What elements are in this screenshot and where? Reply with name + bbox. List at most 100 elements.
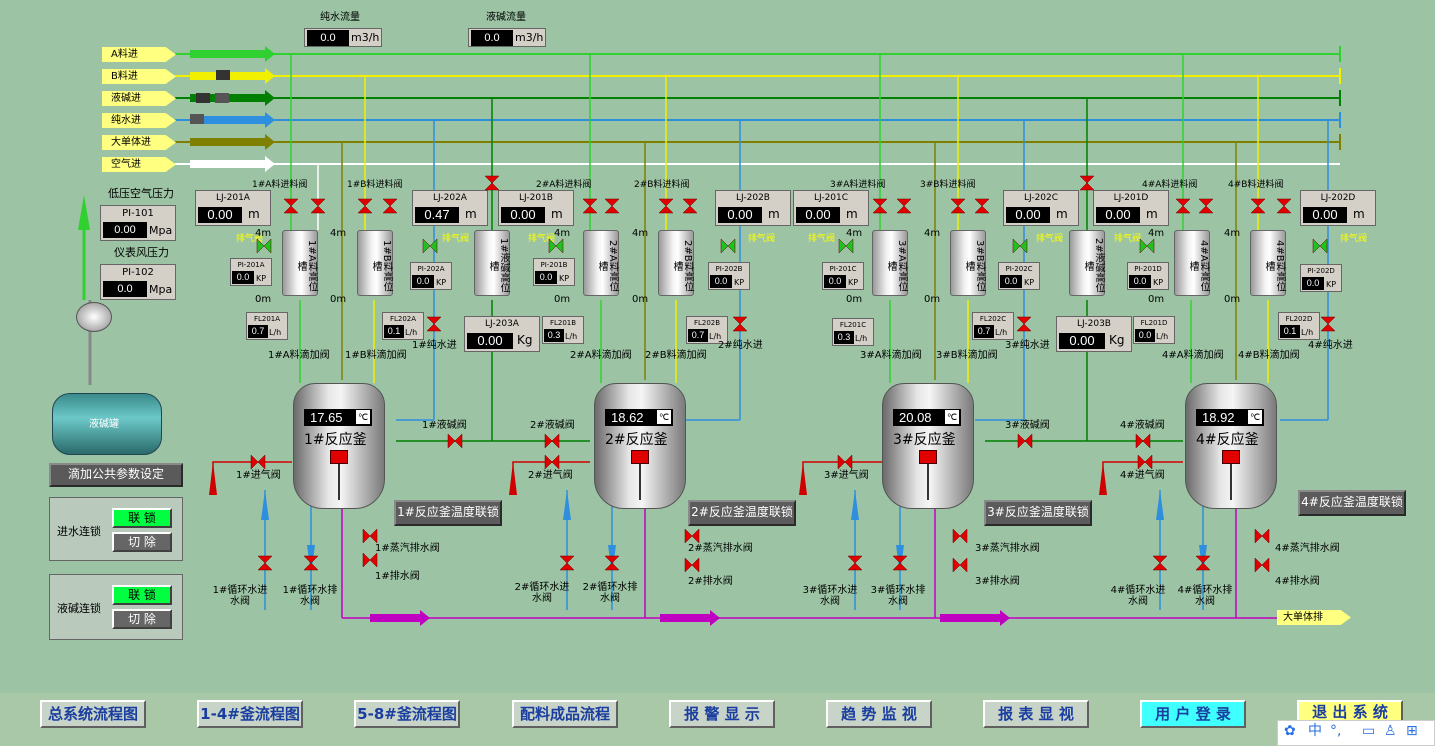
- valve-icon[interactable]: [1016, 316, 1032, 332]
- valve-icon[interactable]: [684, 557, 700, 573]
- agitator-shaft: [639, 464, 641, 500]
- caustic-head-tank-1: 1#液碱高位槽: [474, 230, 510, 296]
- valve-icon[interactable]: [382, 198, 398, 214]
- valve-icon[interactable]: [837, 454, 853, 470]
- valve-icon[interactable]: [684, 528, 700, 544]
- valve-icon[interactable]: [256, 238, 272, 254]
- nav-user-login[interactable]: 用 户 登 录: [1140, 700, 1246, 728]
- reactor-temp-interlock-button[interactable]: 3#反应釜温度联锁: [984, 500, 1092, 526]
- reactor-temp-interlock-button[interactable]: 4#反应釜温度联锁: [1298, 490, 1406, 516]
- valve-icon[interactable]: [1137, 454, 1153, 470]
- agitator-motor: [631, 450, 649, 464]
- valve-icon[interactable]: [658, 198, 674, 214]
- valve-icon[interactable]: [310, 198, 326, 214]
- grid-icon[interactable]: ⊞: [1406, 723, 1418, 739]
- valve-icon[interactable]: [1175, 198, 1191, 214]
- valve-icon[interactable]: [303, 555, 319, 571]
- reactor-vessel[interactable]: 18.92℃ 4#反应釜: [1185, 383, 1277, 509]
- valve-icon[interactable]: [952, 528, 968, 544]
- valve-icon[interactable]: [1152, 555, 1168, 571]
- nav-alarm[interactable]: 报 警 显 示: [669, 700, 775, 728]
- pressure-unit: KP: [256, 274, 267, 283]
- nav-trend[interactable]: 趋 势 监 视: [826, 700, 932, 728]
- valve-icon[interactable]: [1195, 555, 1211, 571]
- valve-icon[interactable]: [1079, 175, 1095, 191]
- nav-system-flow[interactable]: 总系统流程图: [40, 700, 146, 728]
- valve-icon[interactable]: [1250, 198, 1266, 214]
- valve-icon[interactable]: [952, 557, 968, 573]
- pump-icon[interactable]: [76, 302, 112, 332]
- reactor-temp-interlock-button[interactable]: 1#反应釜温度联锁: [394, 500, 502, 526]
- valve-icon[interactable]: [357, 198, 373, 214]
- valve-icon[interactable]: [682, 198, 698, 214]
- ime-chinese[interactable]: 中: [1308, 723, 1322, 739]
- keyboard-icon[interactable]: ▭: [1362, 723, 1376, 739]
- valve-icon[interactable]: [582, 198, 598, 214]
- valve-icon[interactable]: [1017, 433, 1033, 449]
- nav-report[interactable]: 报 表 显 视: [983, 700, 1089, 728]
- flow-unit: L/h: [405, 328, 418, 337]
- valve-icon[interactable]: [426, 316, 442, 332]
- nav-batching-flow[interactable]: 配料成品流程: [512, 700, 618, 728]
- water-interlock-off-button[interactable]: 切 除: [112, 532, 172, 552]
- level-unit: m: [768, 207, 780, 221]
- reactor-vessel[interactable]: 18.62℃ 2#反应釜: [594, 383, 686, 509]
- valve-icon[interactable]: [559, 555, 575, 571]
- reactor-temp-interlock-button[interactable]: 2#反应釜温度联锁: [688, 500, 796, 526]
- reactor-vessel[interactable]: 17.65℃ 1#反应釜: [293, 383, 385, 509]
- level-value: 0.00: [501, 207, 545, 223]
- level-mark-bottom: 0m: [255, 294, 272, 305]
- valve-icon[interactable]: [604, 198, 620, 214]
- valve-icon[interactable]: [362, 528, 378, 544]
- drip-params-button[interactable]: 滴加公共参数设定: [49, 463, 183, 487]
- reactor-temp-unit: ℃: [945, 410, 959, 424]
- caustic-interlock-label: 液碱连锁: [57, 602, 101, 615]
- flow-indicator: FL202A 0.1 L/h: [382, 312, 424, 340]
- valve-icon[interactable]: [422, 238, 438, 254]
- pressure-tag: PI-201B: [540, 261, 568, 269]
- valve-icon[interactable]: [892, 555, 908, 571]
- valve-icon[interactable]: [1139, 238, 1155, 254]
- valve-icon[interactable]: [548, 238, 564, 254]
- valve-icon[interactable]: [1198, 198, 1214, 214]
- valve-icon[interactable]: [544, 433, 560, 449]
- valve-icon[interactable]: [544, 454, 560, 470]
- nav-exit-system[interactable]: 退 出 系 统: [1297, 700, 1403, 722]
- valve-icon[interactable]: [257, 555, 273, 571]
- user-icon[interactable]: ♙: [1384, 723, 1397, 739]
- reactor-vessel[interactable]: 20.08℃ 3#反应釜: [882, 383, 974, 509]
- valve-icon[interactable]: [283, 198, 299, 214]
- valve-icon[interactable]: [447, 433, 463, 449]
- valve-icon[interactable]: [732, 316, 748, 332]
- valve-icon[interactable]: [838, 238, 854, 254]
- valve-icon[interactable]: [1254, 557, 1270, 573]
- valve-icon[interactable]: [974, 198, 990, 214]
- level-unit: m: [1146, 207, 1158, 221]
- valve-icon[interactable]: [1012, 238, 1028, 254]
- valve-icon[interactable]: [1320, 316, 1336, 332]
- valve-icon[interactable]: [604, 555, 620, 571]
- valve-icon[interactable]: [950, 198, 966, 214]
- valve-icon[interactable]: [484, 175, 500, 191]
- level-tag: LJ-203A: [485, 319, 519, 329]
- valve-icon[interactable]: [847, 555, 863, 571]
- caustic-interlock-on-button[interactable]: 联 锁: [112, 585, 172, 605]
- valve-icon[interactable]: [1254, 528, 1270, 544]
- valve-icon[interactable]: [872, 198, 888, 214]
- valve-icon[interactable]: [362, 552, 378, 568]
- level-tag: LJ-202A: [433, 193, 467, 203]
- water-interlock-on-button[interactable]: 联 锁: [112, 508, 172, 528]
- valve-icon[interactable]: [896, 198, 912, 214]
- paw-icon[interactable]: ✿: [1284, 723, 1296, 739]
- nav-kettle-5-8[interactable]: 5-8#釜流程图: [354, 700, 460, 728]
- nav-kettle-1-4[interactable]: 1-4#釜流程图: [197, 700, 303, 728]
- ime-punct[interactable]: °,: [1330, 723, 1342, 739]
- valve-icon[interactable]: [1312, 238, 1328, 254]
- flow-indicator: FL202C 0.7 L/h: [972, 312, 1014, 340]
- valve-icon[interactable]: [720, 238, 736, 254]
- caustic-interlock-off-button[interactable]: 切 除: [112, 609, 172, 629]
- valve-icon[interactable]: [250, 454, 266, 470]
- valve-icon[interactable]: [1276, 198, 1292, 214]
- level-mark-bottom: 0m: [632, 294, 649, 305]
- valve-icon[interactable]: [1135, 433, 1151, 449]
